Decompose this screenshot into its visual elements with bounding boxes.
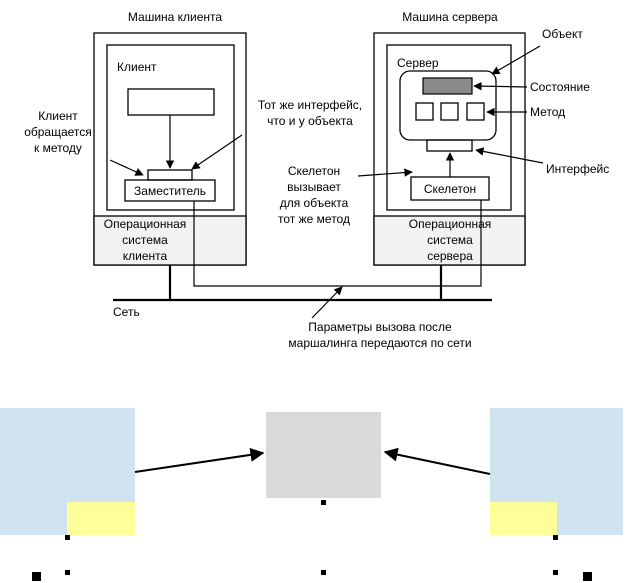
server-os-section: [373, 215, 526, 266]
marshalled-pointer-arrow: [311, 286, 343, 319]
client-calls-arrow: [109, 159, 144, 176]
center-gray-panel: [266, 412, 381, 498]
marshalled-line-2: маршалинга передаются по сети: [288, 336, 471, 350]
network-call-path: [193, 200, 482, 287]
server-os-line-3: сервера: [427, 249, 473, 263]
server-box: [386, 44, 512, 211]
method-label: Метод: [530, 105, 565, 119]
object-label: Объект: [542, 27, 583, 41]
server-machine-title: Машина сервера: [402, 10, 498, 24]
client-machine: Клиент Заместитель Операционная система …: [93, 32, 247, 266]
handle-marker: [65, 535, 70, 540]
same-interface-line-1: Тот же интерфейс,: [258, 98, 362, 112]
client-os-line-1: Операционная: [104, 217, 187, 231]
network-label: Сеть: [113, 305, 140, 319]
same-interface-line-2: что и у объекта: [267, 114, 353, 128]
client-calls-line-3: к методу: [34, 141, 82, 155]
skeleton-calls-line-3: для объекта: [280, 196, 349, 210]
server-os-line-1: Операционная: [409, 217, 492, 231]
client-os-line-3: клиента: [123, 249, 168, 263]
method-square-1: [415, 102, 434, 121]
server-box-label: Сервер: [397, 56, 439, 70]
client-box-label: Клиент: [117, 60, 157, 74]
server-machine: Сервер Скелетон Операционная система сер…: [373, 32, 526, 266]
handle-marker: [65, 570, 70, 575]
skeleton-calls-line-2: вызывает: [287, 180, 341, 194]
skeleton-calls-line-1: Скелетон: [288, 164, 340, 178]
proxy-box: [124, 179, 216, 202]
interface-label: Интерфейс: [546, 162, 609, 176]
state-label: Состояние: [530, 80, 590, 94]
handle-marker: [583, 572, 592, 581]
client-os-line-2: система: [122, 233, 168, 247]
server-os-line-2: система: [427, 233, 473, 247]
handle-marker: [553, 570, 558, 575]
client-machine-title: Машина клиента: [128, 10, 223, 24]
left-panel-arrow: [134, 447, 265, 473]
proxy-label: Заместитель: [134, 184, 206, 198]
object-pointer-arrow: [491, 45, 541, 75]
handle-marker: [321, 570, 326, 575]
client-program-rect: [127, 88, 215, 116]
lower-panels: [0, 408, 623, 581]
state-pointer-arrow: [473, 81, 528, 91]
left-yellow-panel: [67, 502, 135, 535]
server-interface-rect: [426, 139, 473, 152]
handle-marker: [553, 535, 558, 540]
proxy-interface-rect: [147, 169, 193, 181]
client-calls-line-1: Клиент: [38, 109, 78, 123]
right-panel-arrow: [383, 447, 491, 475]
skeleton-calls-line-4: тот же метод: [278, 212, 350, 226]
state-rect: [422, 77, 473, 95]
right-yellow-panel: [490, 502, 557, 535]
method-square-3: [466, 102, 485, 121]
skeleton-calls-arrow: [357, 168, 413, 177]
handle-marker: [32, 572, 41, 581]
client-calls-line-2: обращается: [24, 125, 92, 139]
marshalled-line-1: Параметры вызова после: [308, 320, 452, 334]
same-interface-arrow: [191, 134, 243, 170]
client-box: [106, 44, 235, 211]
handle-marker: [321, 500, 326, 505]
interface-pointer-arrow: [475, 147, 544, 164]
method-square-2: [440, 102, 459, 121]
skeleton-label: Скелетон: [424, 182, 476, 196]
